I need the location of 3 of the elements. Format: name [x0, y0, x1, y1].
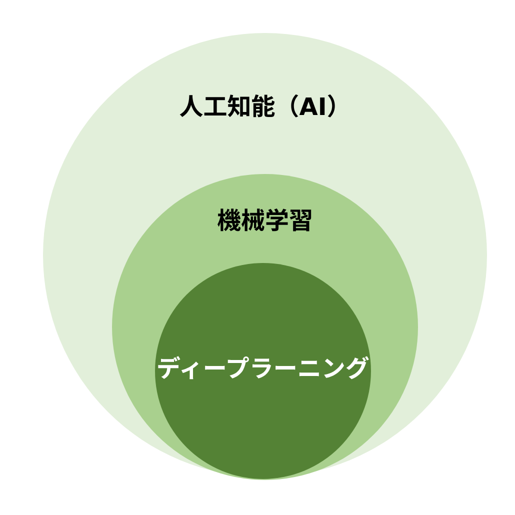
set-label: 機械学習	[217, 208, 313, 236]
set-label: 人工知能（AI）	[179, 94, 351, 122]
set-label: ディープラーニング	[156, 356, 370, 384]
